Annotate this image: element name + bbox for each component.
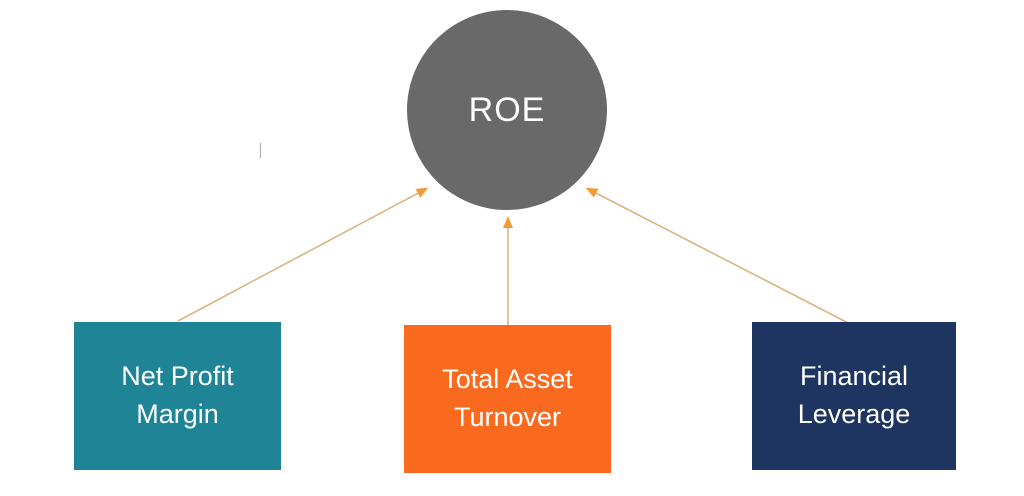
box-net-profit-margin[interactable]: Net Profit Margin <box>74 322 281 470</box>
arrow-net-profit-margin-to-roe <box>177 187 429 322</box>
financial-leverage-label: Financial Leverage <box>797 361 911 429</box>
box-total-asset-turnover[interactable]: Total Asset Turnover <box>404 325 611 473</box>
box-financial-leverage[interactable]: Financial Leverage <box>752 322 956 470</box>
roe-label: ROE <box>468 90 546 129</box>
arrow-financial-leverage-to-roe <box>585 187 857 328</box>
total-asset-turnover-label: Total Asset Turnover <box>442 364 573 432</box>
net-profit-margin-label: Net Profit Margin <box>121 361 234 429</box>
roe-node[interactable]: ROE <box>407 10 607 210</box>
